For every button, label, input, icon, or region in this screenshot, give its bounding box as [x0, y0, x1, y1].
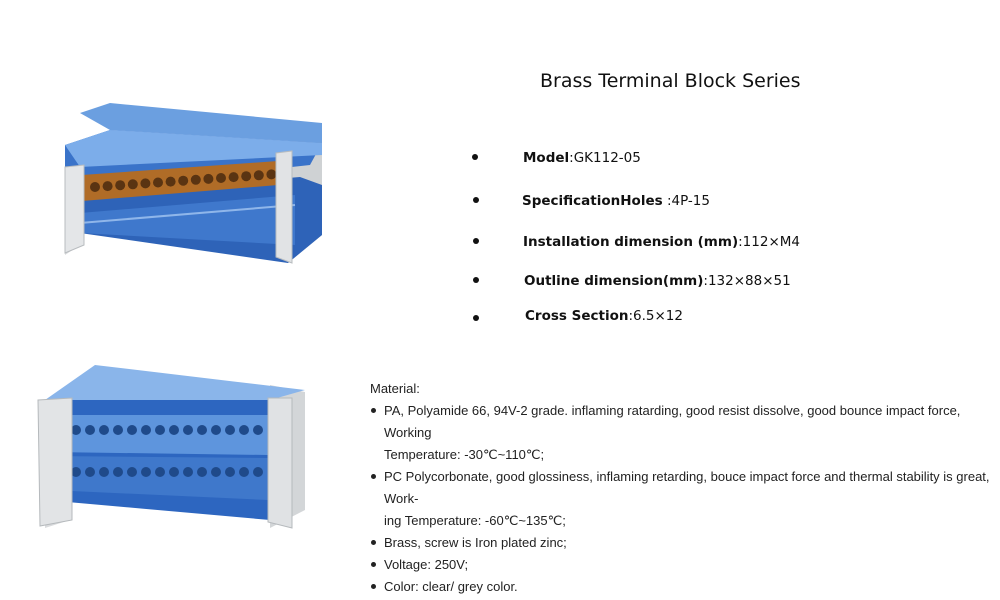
list-item-text: PA, Polyamide 66, 94V-2 grade. inflaming…	[384, 403, 961, 440]
terminal-block-photo-top	[40, 95, 340, 275]
screw-icon	[113, 467, 123, 477]
spec-value: :4P-15	[662, 193, 710, 209]
bullet-icon	[371, 584, 376, 589]
bullet-icon	[473, 238, 479, 244]
screw-icon	[183, 425, 193, 435]
screw-icon	[153, 177, 163, 188]
screw-icon	[85, 467, 95, 477]
list-item: Brass, screw is Iron plated zinc;	[370, 532, 995, 554]
material-heading: Material:	[370, 381, 420, 396]
screw-icon	[253, 425, 263, 435]
screw-icon	[102, 181, 113, 192]
list-item-text-cont: ing Temperature: -60℃~135℃;	[384, 513, 566, 528]
screw-icon	[253, 467, 263, 477]
screw-icon	[127, 467, 137, 477]
screw-icon	[211, 425, 221, 435]
list-item: PC Polycorbonate, good glossiness, infla…	[370, 466, 995, 532]
bullet-icon	[472, 154, 478, 160]
screw-icon	[216, 173, 226, 183]
screw-icon	[228, 172, 239, 183]
bullet-icon	[371, 540, 376, 545]
screw-icon	[127, 179, 138, 190]
screw-icon	[225, 425, 235, 435]
screw-icon	[71, 425, 81, 435]
screw-icon	[141, 467, 151, 477]
spec-value: :6.5×12	[628, 308, 683, 324]
screw-icon	[99, 425, 109, 435]
screw-icon	[90, 182, 100, 192]
screw-icon	[169, 425, 179, 435]
screw-icon	[203, 173, 214, 184]
screw-icon	[155, 425, 165, 435]
screw-icon	[266, 169, 277, 180]
bullet-icon	[371, 408, 376, 413]
screw-icon	[239, 467, 249, 477]
screw-icon	[178, 175, 189, 186]
screw-icon	[197, 425, 207, 435]
spec-value: :GK112-05	[569, 150, 641, 166]
spec-label: Cross Section	[525, 308, 629, 324]
bullet-icon	[473, 315, 479, 321]
screw-icon	[141, 425, 151, 435]
terminal-block-photo-bottom	[30, 360, 320, 540]
screw-icon	[190, 174, 201, 185]
screw-icon	[99, 467, 109, 477]
material-list: PA, Polyamide 66, 94V-2 grade. inflaming…	[370, 400, 995, 598]
spec-value: :132×88×51	[703, 273, 791, 289]
bullet-icon	[371, 474, 376, 479]
screw-icon	[239, 425, 249, 435]
spec-value: :112×M4	[738, 234, 800, 250]
screw-icon	[183, 467, 193, 477]
screw-icon	[211, 467, 221, 477]
screw-icon	[165, 176, 176, 187]
screw-icon	[113, 425, 123, 435]
list-item-text: Color: clear/ grey color.	[384, 579, 518, 594]
page-title: Brass Terminal Block Series	[540, 70, 801, 92]
list-item: Voltage: 250V;	[370, 554, 995, 576]
list-item-text: Voltage: 250V;	[384, 557, 469, 572]
screw-icon	[225, 467, 235, 477]
list-item: Color: clear/ grey color.	[370, 576, 995, 598]
screw-icon	[169, 467, 179, 477]
bullet-icon	[371, 562, 376, 567]
screw-icon	[241, 171, 252, 182]
screw-icon	[71, 467, 81, 477]
spec-label: Outline dimension(mm)	[524, 273, 704, 289]
list-item: PA, Polyamide 66, 94V-2 grade. inflaming…	[370, 400, 995, 466]
spec-label: Installation dimension (mm)	[523, 234, 739, 250]
spec-label: SpecificationHoles	[522, 193, 663, 209]
list-item-text-cont: Temperature: -30℃~110℃;	[384, 447, 545, 462]
bullet-icon	[473, 277, 479, 283]
list-item-text: PC Polycorbonate, good glossiness, infla…	[384, 469, 990, 506]
spec-label: Model	[523, 150, 570, 166]
list-item-text: Brass, screw is Iron plated zinc;	[384, 535, 567, 550]
material-section: Material: PA, Polyamide 66, 94V-2 grade.…	[370, 378, 995, 598]
screw-icon	[115, 180, 126, 191]
screw-icon	[197, 467, 207, 477]
screw-icon	[253, 170, 264, 181]
bullet-icon	[473, 197, 479, 203]
screw-icon	[85, 425, 95, 435]
screw-icon	[127, 425, 137, 435]
screw-icon	[155, 467, 165, 477]
screw-icon	[140, 178, 151, 189]
